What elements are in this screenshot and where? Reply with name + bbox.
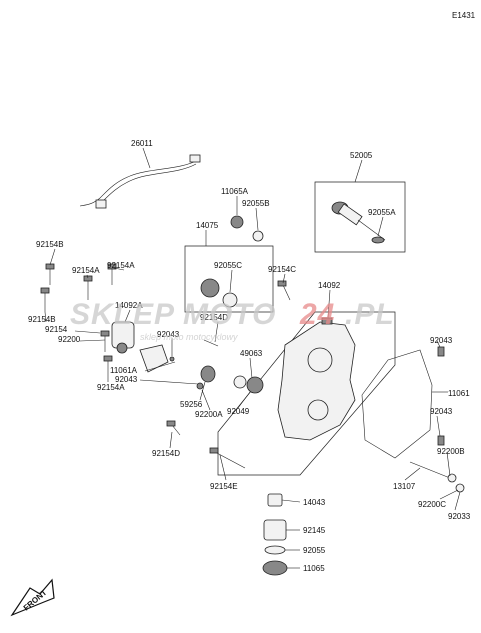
oil-seal-icon [230, 215, 244, 229]
part-label: 92154E [210, 482, 238, 491]
part-label: 11061 [448, 389, 470, 398]
part-label: 11061A [110, 366, 138, 375]
part-label: 92055A [368, 208, 396, 217]
pump-14092a [111, 321, 216, 390]
part-label: 92043 [115, 375, 138, 384]
part-label: 92154A [107, 261, 135, 270]
part-label: 92033 [448, 512, 471, 521]
part-label: 92154A [97, 383, 125, 392]
part-label: 92145 [303, 526, 326, 535]
group-box-cover [217, 311, 396, 476]
part-label: 92055B [242, 199, 270, 208]
part-label: 92055C [214, 261, 242, 270]
o-ring-92055c-icon [222, 292, 238, 308]
part-label: 92154C [268, 265, 296, 274]
watermark-part4: .PL [345, 298, 395, 331]
part-label: 92154B [28, 315, 56, 324]
part-label: 92154B [36, 240, 64, 249]
part-labels: 26011 52005 11065A 92055B 14075 92055A 9… [28, 139, 471, 573]
cable-26011 [79, 154, 201, 209]
part-label: 14043 [303, 498, 326, 507]
shaft-13107-icon [409, 461, 456, 481]
group-box-14075 [184, 245, 274, 313]
part-label: 92154 [45, 325, 68, 334]
part-label: 49063 [240, 349, 263, 358]
group-box-52005 [314, 181, 406, 253]
dipstick-52005 [331, 201, 386, 244]
gasket-11061-icon [361, 349, 433, 459]
o-ring-icon [252, 230, 264, 242]
part-label: 14092A [115, 301, 143, 310]
washer-icon [447, 473, 457, 483]
part-label: 11065A [221, 187, 249, 196]
watermark-part1: SKLEP [70, 298, 175, 331]
part-label: 92200C [418, 500, 446, 509]
front-arrow: FRONT [10, 578, 55, 617]
part-label: 92043 [430, 336, 453, 345]
part-label: 59256 [180, 400, 203, 409]
part-label: 92043 [430, 407, 453, 416]
watermark: SKLEP MOTO 24 .PL sklep moto motocyklowy [70, 298, 395, 342]
part-label: 92154A [72, 266, 100, 275]
part-label: 92154D [200, 313, 228, 322]
cover-14092 [277, 317, 356, 441]
part-label: 11065 [303, 564, 325, 573]
watermark-sub: sklep moto motocyklowy [140, 332, 238, 342]
filter-stack [262, 493, 288, 576]
part-label: 14092 [318, 281, 341, 290]
dowel-icon [437, 346, 445, 357]
part-label: 92049 [227, 407, 250, 416]
leader-lines [44, 147, 461, 569]
dowel-icon [437, 435, 445, 446]
part-label: 92154D [152, 449, 180, 458]
seal-49063-icon [233, 375, 247, 389]
part-label: 92043 [157, 330, 180, 339]
part-label: 92200B [437, 447, 465, 456]
part-label: 13107 [393, 482, 416, 491]
washer-icon [455, 483, 465, 493]
part-label: 26011 [131, 139, 153, 148]
bearing-92049-icon [246, 376, 264, 394]
part-label: 92055 [303, 546, 326, 555]
watermark-part3: 24 [299, 298, 335, 331]
cable-connector-icon [95, 199, 107, 209]
bolt-icons [40, 263, 291, 469]
cap-14075-icon [200, 278, 220, 298]
part-label: 52005 [350, 151, 373, 160]
watermark-part2: MOTO [183, 298, 276, 331]
part-label: 14075 [196, 221, 219, 230]
part-label: 92200A [195, 410, 223, 419]
diagram-code: E1431 [452, 11, 476, 20]
part-label: 92200 [58, 335, 81, 344]
cable-end-icon [189, 154, 201, 163]
